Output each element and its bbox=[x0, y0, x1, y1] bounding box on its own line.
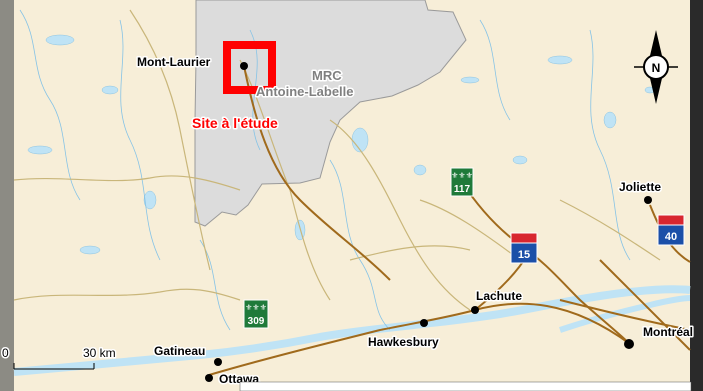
lakes bbox=[27, 34, 656, 255]
city-dot-montreal bbox=[624, 339, 634, 349]
highways bbox=[208, 65, 691, 376]
route-shield-309: ⚜⚜⚜ 309 bbox=[243, 299, 269, 329]
fleur-de-lis-icon: ⚜⚜⚜ bbox=[451, 171, 473, 180]
fleur-de-lis-icon: ⚜⚜⚜ bbox=[245, 303, 267, 312]
study-site-label: Site à l'étude bbox=[192, 115, 278, 131]
route-shield-15: 15 bbox=[510, 232, 538, 264]
city-dot-hawkesbury bbox=[420, 319, 428, 327]
city-label-hawkesbury: Hawkesbury bbox=[368, 335, 439, 349]
study-site-marker bbox=[223, 41, 276, 94]
region-label-line1: MRC bbox=[312, 68, 342, 83]
bottom-inset-frame bbox=[239, 381, 692, 391]
city-label-gatineau: Gatineau bbox=[154, 344, 205, 358]
city-label-montreal: Montréal bbox=[643, 325, 693, 339]
left-image-strip bbox=[0, 0, 14, 391]
route-number-15: 15 bbox=[518, 249, 530, 261]
city-label-mont-laurier: Mont-Laurier bbox=[137, 55, 211, 69]
scale-bar: 0 30 km bbox=[1, 345, 117, 370]
right-frame-strip bbox=[690, 0, 703, 391]
region-label-line2: Antoine-Labelle bbox=[256, 84, 354, 99]
ottawa-river bbox=[13, 285, 691, 376]
route-number-309: 309 bbox=[248, 316, 265, 327]
city-dot-mont-laurier bbox=[240, 62, 248, 70]
city-label-lachute: Lachute bbox=[476, 289, 522, 303]
st-lawrence-river bbox=[559, 295, 691, 333]
route-shield-117: ⚜⚜⚜ 117 bbox=[450, 167, 474, 197]
city-dot-lachute bbox=[471, 306, 479, 314]
scale-bar-end: 30 km bbox=[83, 346, 116, 360]
city-label-joliette: Joliette bbox=[619, 180, 661, 194]
city-dot-ottawa bbox=[205, 374, 213, 382]
route-shield-40: 40 bbox=[657, 214, 685, 246]
city-dot-gatineau bbox=[214, 358, 222, 366]
north-arrow-icon: N bbox=[634, 30, 678, 104]
north-arrow-label: N bbox=[652, 61, 661, 75]
scale-bar-start: 0 bbox=[2, 346, 9, 360]
route-number-117: 117 bbox=[454, 184, 471, 195]
route-number-40: 40 bbox=[665, 231, 677, 243]
city-dot-joliette bbox=[644, 196, 652, 204]
